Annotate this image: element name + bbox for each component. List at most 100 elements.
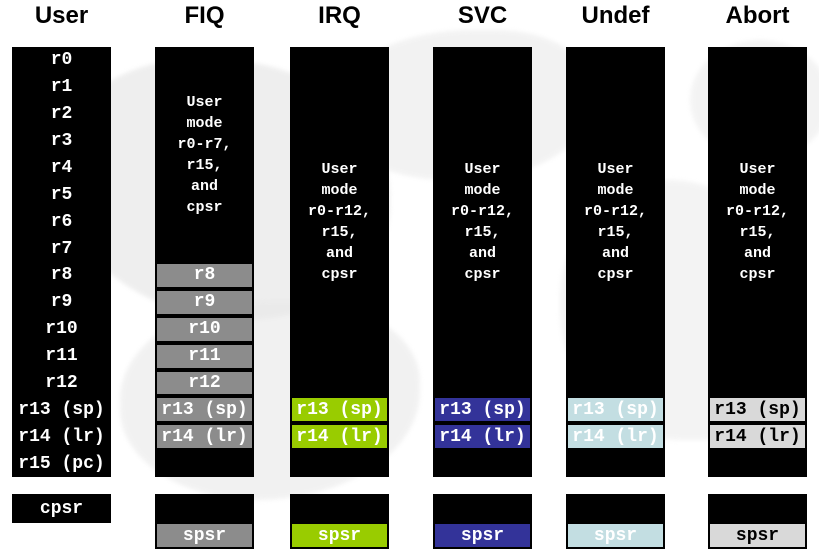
mode-text-line: and: [468, 244, 496, 262]
mode-text-line: r15,: [321, 223, 358, 241]
mode-text-line: mode: [321, 181, 358, 199]
register-bank-svc: User mode r0-r12, r15, and cpsr r13 (sp)r14 (…: [433, 47, 532, 477]
spsr-label: spsr: [317, 525, 362, 546]
mode-text-line: User: [739, 160, 776, 178]
register-row: r0: [50, 50, 73, 71]
mode-text-line: mode: [464, 181, 501, 199]
register-row: r10: [45, 319, 78, 340]
register-row: r11: [45, 346, 78, 367]
banked-registers: r13 (sp)r14 (lr): [566, 396, 665, 451]
spsr-box: spsr: [566, 494, 665, 549]
mode-text-line: r15,: [739, 223, 776, 241]
column-title-fiq: FIQ: [184, 2, 225, 29]
mode-text-line: User: [186, 93, 223, 111]
register-row: r14 (lr): [18, 426, 105, 447]
banked-registers: r13 (sp)r14 (lr): [433, 396, 532, 451]
spsr-box-black-top: [155, 494, 254, 522]
mode-text-line: mode: [597, 181, 634, 199]
mode-text-line: r0-r7,: [177, 135, 232, 153]
register-row: r3: [50, 131, 73, 152]
column-title-user: User: [34, 2, 89, 29]
banked-register-row: r13 (sp): [708, 396, 807, 424]
spsr-cell: spsr: [290, 522, 389, 549]
mode-text-line: r0-r12,: [307, 202, 371, 220]
spsr-box-black-top: [433, 494, 532, 522]
mode-text-line: r15,: [186, 156, 223, 174]
banked-register-row: r11: [155, 342, 254, 370]
register-row: r9: [50, 292, 73, 313]
mode-text-line: cpsr: [321, 265, 358, 283]
register-row: r4: [50, 157, 73, 178]
banked-register-row: r8: [155, 262, 254, 289]
spsr-label: spsr: [460, 525, 505, 546]
register-row: r5: [50, 184, 73, 205]
register-row: r8: [50, 265, 73, 286]
mode-text-line: r0-r12,: [725, 202, 789, 220]
column-title-svc: SVC: [457, 2, 508, 29]
spsr-box: spsr: [433, 494, 532, 549]
spsr-cell: spsr: [566, 522, 665, 549]
mode-text-line: and: [325, 244, 353, 262]
banked-register-row: r13 (sp): [290, 396, 389, 424]
mode-text-line: cpsr: [186, 198, 223, 216]
cpsr-label: cpsr: [39, 498, 84, 519]
column-title-irq: IRQ: [318, 2, 361, 29]
banked-register-row: r10: [155, 315, 254, 343]
banked-register-row: r13 (sp): [433, 396, 532, 424]
register-row: r15 (pc): [18, 453, 105, 474]
column-svc: SVC User mode r0-r12, r15, and cpsr r13 (sp)r…: [433, 0, 532, 560]
spsr-label: spsr: [593, 525, 638, 546]
banked-register-row: r14 (lr): [433, 423, 532, 451]
banked-register-row: r14 (lr): [708, 423, 807, 451]
mode-text-line: r15,: [597, 223, 634, 241]
mode-text-line: User: [597, 160, 634, 178]
banked-register-row: r13 (sp): [566, 396, 665, 424]
spsr-box: spsr: [290, 494, 389, 549]
column-title-abort: Abort: [725, 2, 790, 29]
spsr-cell: spsr: [155, 522, 254, 549]
mode-text-line: cpsr: [597, 265, 634, 283]
spsr-label: spsr: [735, 525, 780, 546]
spsr-box-black-top: [708, 494, 807, 522]
banked-register-row: r14 (lr): [155, 423, 254, 451]
mode-text-line: r15,: [464, 223, 501, 241]
spsr-box-black-top: [566, 494, 665, 522]
spsr-box: spsr: [708, 494, 807, 549]
mode-text-line: and: [743, 244, 771, 262]
register-row: r2: [50, 104, 73, 125]
mode-text-line: User: [464, 160, 501, 178]
register-row: r13 (sp): [18, 399, 105, 420]
banked-register-row: r14 (lr): [290, 423, 389, 451]
mode-text-line: and: [190, 177, 218, 195]
mode-text-line: and: [601, 244, 629, 262]
banked-registers: r13 (sp)r14 (lr): [708, 396, 807, 451]
banked-register-row: r13 (sp): [155, 396, 254, 424]
spsr-box-black-top: [290, 494, 389, 522]
spsr-box: spsr: [155, 494, 254, 549]
spsr-cell: spsr: [708, 522, 807, 549]
register-row: r6: [50, 211, 73, 232]
shared-mode-text: User mode r0-r12, r15, and cpsr: [708, 47, 807, 396]
shared-mode-text: User mode r0-r12, r15, and cpsr: [433, 47, 532, 396]
banked-register-row: r9: [155, 288, 254, 316]
spsr-label: spsr: [182, 525, 227, 546]
mode-text-line: cpsr: [464, 265, 501, 283]
mode-text-line: cpsr: [739, 265, 776, 283]
mode-text-line: r0-r12,: [450, 202, 514, 220]
banked-register-row: r12: [155, 369, 254, 397]
mode-text-line: mode: [739, 181, 776, 199]
banked-register-row: r14 (lr): [566, 423, 665, 451]
banked-registers: r13 (sp)r14 (lr): [290, 396, 389, 451]
